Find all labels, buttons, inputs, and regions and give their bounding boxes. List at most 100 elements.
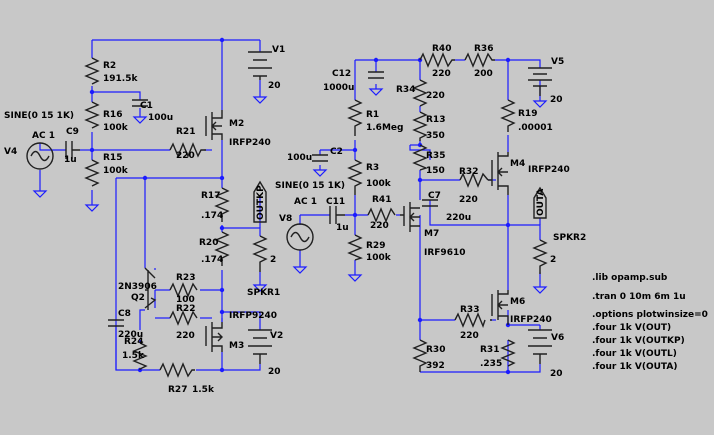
label-r34-name: R34 [396,85,415,95]
net-label-outa[interactable]: OUTA [536,189,546,216]
resistor-r13 [412,111,428,141]
ground-icon [293,261,307,274]
label-m4-name: M4 [510,159,525,169]
resistor-r33 [454,312,486,328]
label-r30-value: 392 [426,361,445,371]
ground-icon [33,185,47,198]
resistor-r30 [412,339,428,372]
resistor-spkr1 [252,235,268,272]
label-m2-value: IRFP240 [229,138,271,148]
label-r36-value: 200 [474,69,493,79]
label-r20-value: .174 [201,255,223,265]
label-r17-value: .174 [201,211,223,221]
resistor-r36 [464,52,495,68]
label-v8-value: AC 1 [294,197,317,207]
label-r19-name: R19 [518,109,537,119]
label-v1-name: V1 [272,45,285,55]
resistor-r3 [347,159,363,195]
label-c1-value: 100u [148,113,173,123]
label-r19-value: .00001 [518,123,553,133]
label-m2-name: M2 [229,119,244,129]
label-c11-value: 1u [336,223,349,233]
resistor-r23 [169,282,198,298]
label-v5-name: V5 [551,57,564,67]
label-v1-value: 20 [268,81,281,91]
label-r21-name: R21 [176,127,195,137]
label-c1-name: C1 [140,101,153,111]
label-r30-name: R30 [426,345,445,355]
pnp-transistor-q2 [144,267,157,310]
spice-directives[interactable]: .lib opamp.sub .tran 0 10m 6m 1u .option… [592,273,708,372]
mosfet-m7 [400,202,420,232]
label-v6-value: 20 [550,369,563,379]
resistor-r22 [169,310,198,326]
resistor-r17 [214,187,230,222]
resistor-symbols [84,52,548,378]
ac-source-v8 [286,223,314,251]
resistor-r29 [347,234,363,261]
label-c7-name: C7 [428,191,441,201]
label-r1-value: 1.6Meg [366,123,403,133]
label-r27-name: R27 [168,385,187,395]
label-r32-value: 220 [459,195,478,205]
ground-icon [133,111,147,124]
label-v8-source: SINE(0 15 1K) [275,181,345,191]
capacitor-c9 [65,141,80,159]
label-r40-name: R40 [432,44,451,54]
label-r13-value: 350 [426,131,445,141]
label-c12-value: 1000u [323,83,354,93]
label-c8-value: 220u [118,330,143,340]
label-v4-name: V4 [4,147,17,157]
label-c2-name: C2 [330,147,343,157]
label-r35-value: 150 [426,166,445,176]
component-labels[interactable]: V1 20 R2 191.5k R16 100k C1 100u C9 1u S… [4,44,586,395]
resistor-r34 [412,79,428,107]
mosfet-m2 [204,110,223,151]
net-flag-outa [533,186,547,219]
resistor-spkr2 [532,239,548,274]
ground-icon [369,83,383,96]
label-q2-value: 2N3906 [118,282,157,292]
ground-icon [85,199,99,212]
directive-lib: .lib opamp.sub [592,273,668,283]
label-spkr1-name: SPKR1 [247,288,280,298]
resistor-r24 [132,342,148,370]
mosfet-m4 [488,152,509,195]
label-r22-value: 220 [176,331,195,341]
label-r40-value: 220 [432,69,451,79]
capacitor-c2 [312,154,328,162]
ground-icon [253,91,267,104]
label-r33-value: 220 [460,331,479,341]
ground-icon [533,95,547,108]
label-r29-name: R29 [366,241,385,251]
label-c2-value: 100u [287,153,312,163]
label-m7-value: IRF9610 [424,248,465,258]
ac-source-v4 [26,142,54,170]
directive-four-out: .four 1k V(OUT) [592,323,671,333]
label-v8-name: V8 [279,214,292,224]
resistor-r20 [214,231,230,266]
label-c9-value: 1u [64,155,77,165]
label-spkr2-value: 2 [550,255,556,265]
label-m7-name: M7 [424,229,439,239]
label-r24-name: R24 [124,337,143,347]
label-r17-name: R17 [201,191,220,201]
label-r31-value: .235 [480,359,502,369]
label-spkr1-value: 2 [270,255,276,265]
directive-tran: .tran 0 10m 6m 1u [592,292,686,302]
label-r41-name: R41 [372,195,391,205]
ac-source-symbols [26,142,314,251]
label-r16-name: R16 [103,110,122,120]
battery-symbols [248,51,552,364]
resistor-r31 [500,339,516,367]
resistor-r27 [159,362,195,378]
resistor-r16 [84,101,100,129]
label-r13-name: R13 [426,115,445,125]
resistor-r21 [169,142,204,158]
label-r27-value: 1.5k [192,385,215,395]
resistor-r1 [347,99,363,136]
label-r3-name: R3 [366,163,379,173]
net-label-outkp[interactable]: OUTKP [256,185,266,220]
